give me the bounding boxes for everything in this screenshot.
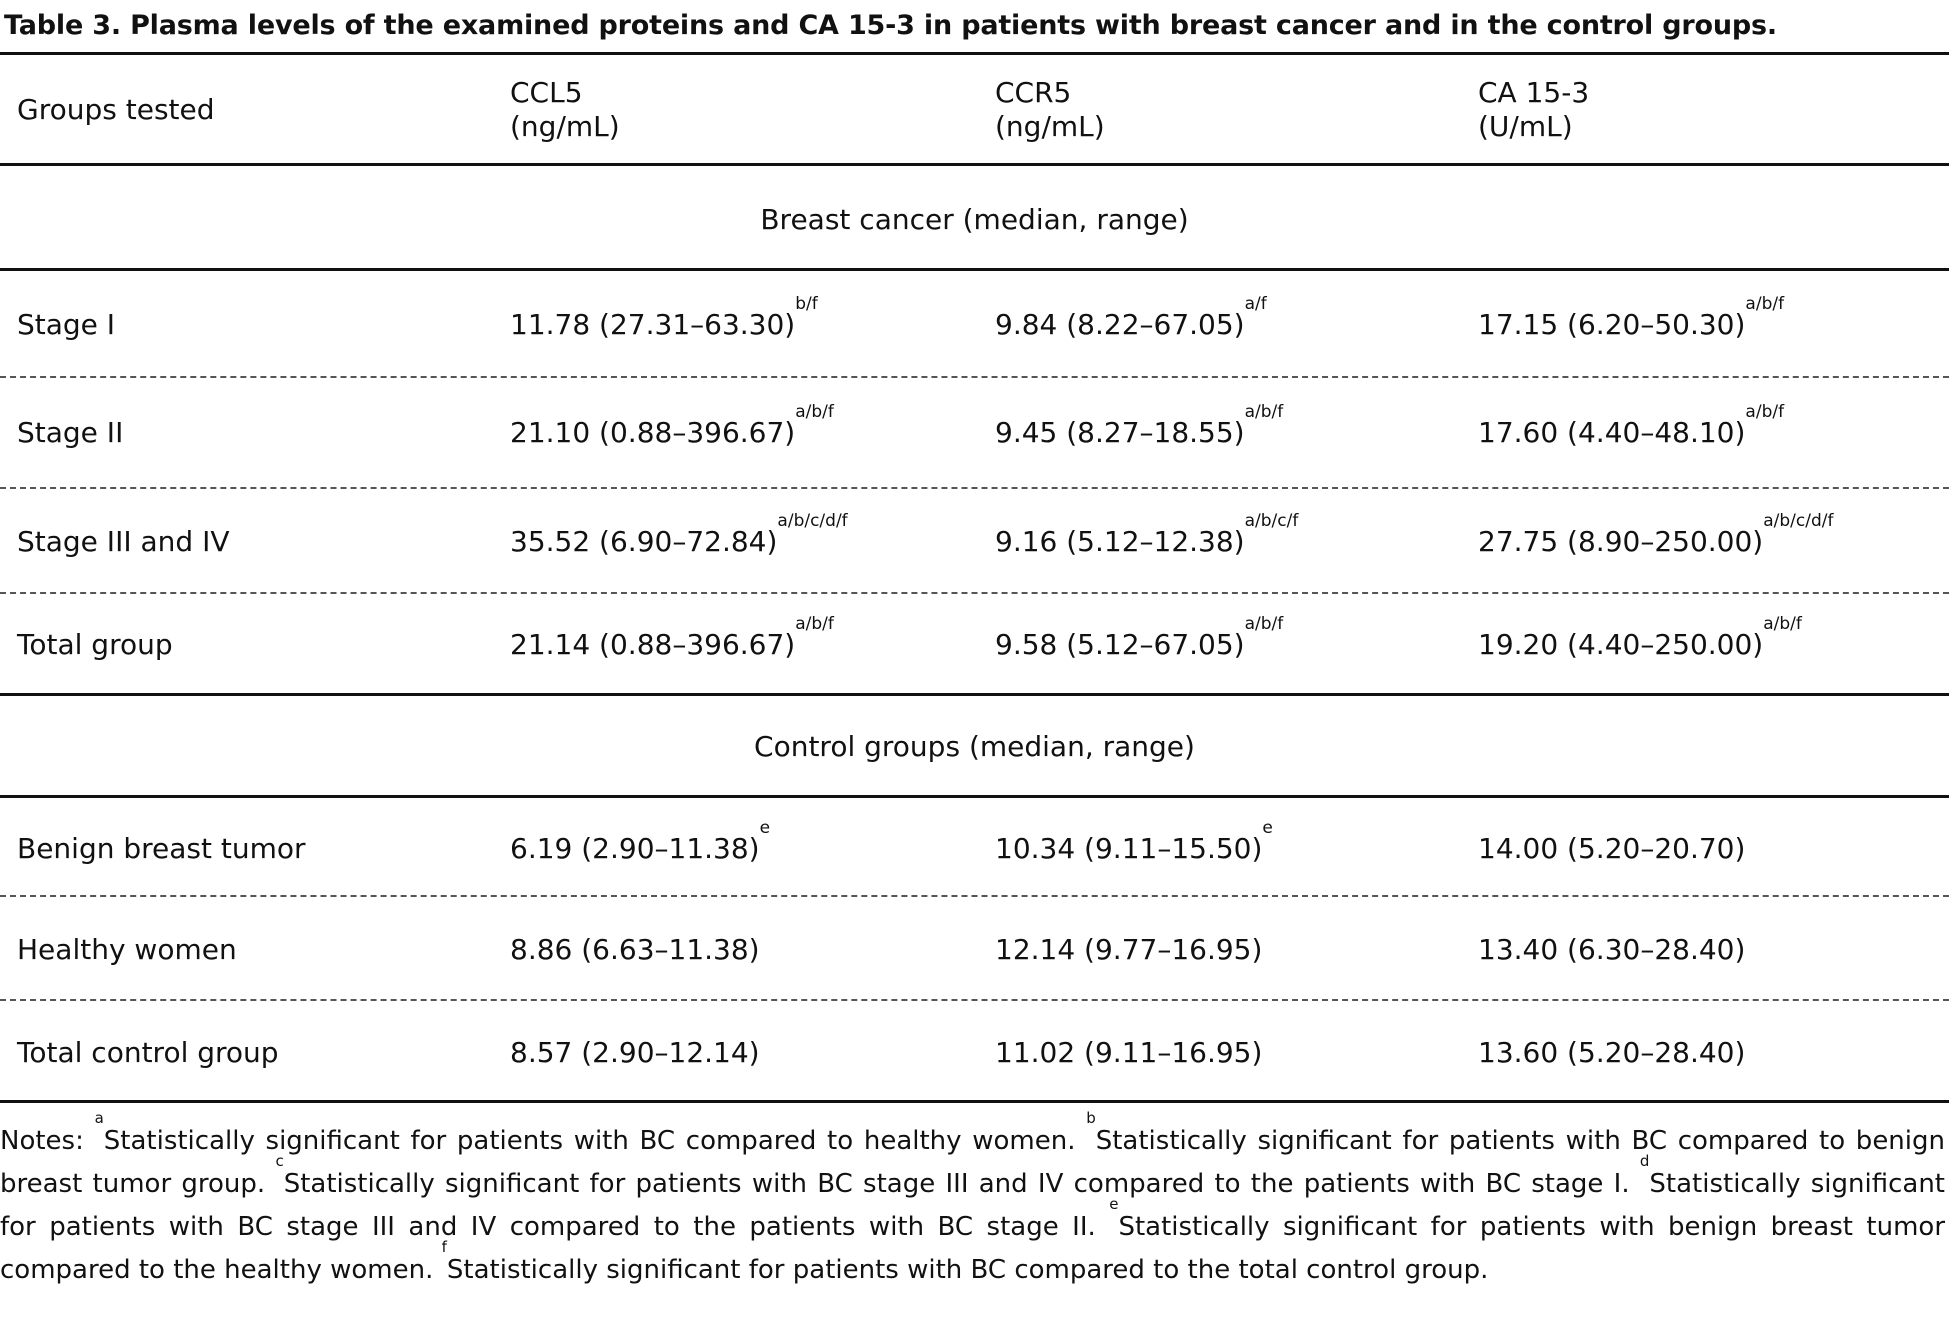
row-total-group-ccr5: 9.58 (5.12–67.05)a/b/f bbox=[995, 614, 1284, 662]
section-rule-control-top bbox=[0, 693, 1949, 696]
row-stage-3-4-ca153: 27.75 (8.90–250.00)a/b/c/d/f bbox=[1478, 511, 1834, 559]
row-benign-ca153: 14.00 (5.20–20.70) bbox=[1478, 832, 1746, 865]
row-stage-1-ccr5: 9.84 (8.22–67.05)a/f bbox=[995, 294, 1267, 342]
row-total-control-group: Total control group bbox=[17, 1036, 279, 1069]
row-stage-3-4-ccr5: 9.16 (5.12–12.38)a/b/c/f bbox=[995, 511, 1299, 559]
row-divider bbox=[0, 487, 1949, 489]
top-rule bbox=[0, 52, 1949, 55]
row-total-group-ca153: 19.20 (4.40–250.00)a/b/f bbox=[1478, 614, 1802, 662]
row-divider bbox=[0, 376, 1949, 378]
row-stage-2-ccl5: 21.10 (0.88–396.67)a/b/f bbox=[510, 402, 834, 450]
row-benign-ccr5: 10.34 (9.11–15.50)e bbox=[995, 818, 1273, 866]
row-healthy-ca153: 13.40 (6.30–28.40) bbox=[1478, 933, 1746, 966]
row-stage-1-ca153: 17.15 (6.20–50.30)a/b/f bbox=[1478, 294, 1785, 342]
row-benign-ccl5: 6.19 (2.90–11.38)e bbox=[510, 818, 771, 866]
note-b-mark: b bbox=[1086, 1109, 1096, 1127]
row-stage-2-ccr5: 9.45 (8.27–18.55)a/b/f bbox=[995, 402, 1284, 450]
section-rule-cancer bbox=[0, 268, 1949, 271]
header-ccl5-unit: (ng/mL) bbox=[510, 110, 620, 143]
header-ccr5: CCR5 (ng/mL) bbox=[995, 76, 1105, 144]
note-c-text: Statistically significant for patients w… bbox=[283, 1169, 1640, 1199]
note-b-text: Statistically significant for patients w… bbox=[0, 1126, 1945, 1199]
row-stage-3-4-ccl5: 35.52 (6.90–72.84)a/b/c/d/f bbox=[510, 511, 848, 559]
row-divider bbox=[0, 999, 1949, 1001]
row-total-control-ccl5: 8.57 (2.90–12.14) bbox=[510, 1036, 760, 1069]
section-rule-control bbox=[0, 795, 1949, 798]
row-stage-2-group: Stage II bbox=[17, 416, 124, 449]
header-rule bbox=[0, 163, 1949, 166]
row-total-control-ca153: 13.60 (5.20–28.40) bbox=[1478, 1036, 1746, 1069]
row-divider bbox=[0, 895, 1949, 897]
note-e-mark: e bbox=[1109, 1195, 1119, 1213]
header-ccr5-unit: (ng/mL) bbox=[995, 110, 1105, 143]
row-stage-1-group: Stage I bbox=[17, 308, 116, 341]
note-f-mark: f bbox=[441, 1238, 447, 1256]
row-divider bbox=[0, 592, 1949, 594]
row-total-group-ccl5: 21.14 (0.88–396.67)a/b/f bbox=[510, 614, 834, 662]
row-total-group-group: Total group bbox=[17, 628, 173, 661]
header-ccr5-name: CCR5 bbox=[995, 76, 1072, 109]
note-e-text: Statistically significant for patients w… bbox=[0, 1212, 1946, 1285]
row-benign-group: Benign breast tumor bbox=[17, 832, 306, 865]
header-ccl5: CCL5 (ng/mL) bbox=[510, 76, 620, 144]
row-stage-3-4-group: Stage III and IV bbox=[17, 525, 230, 558]
notes-prefix: Notes: bbox=[0, 1126, 95, 1156]
note-a-text: Statistically significant for patients w… bbox=[103, 1126, 1087, 1156]
row-stage-1-ccl5: 11.78 (27.31–63.30)b/f bbox=[510, 294, 818, 342]
note-d-text: Statistically significant for patients w… bbox=[0, 1169, 1945, 1242]
row-stage-2-ca153: 17.60 (4.40–48.10)a/b/f bbox=[1478, 402, 1785, 450]
note-c-mark: c bbox=[275, 1152, 284, 1170]
note-f-text: Statistically significant for patients w… bbox=[446, 1255, 1489, 1285]
section-breast-cancer: Breast cancer (median, range) bbox=[760, 203, 1189, 236]
section-control-groups: Control groups (median, range) bbox=[754, 730, 1195, 763]
header-ca153-name: CA 15-3 bbox=[1478, 76, 1590, 109]
bottom-rule bbox=[0, 1100, 1949, 1103]
header-ccl5-name: CCL5 bbox=[510, 76, 583, 109]
row-healthy-ccl5: 8.86 (6.63–11.38) bbox=[510, 933, 760, 966]
header-groups-tested: Groups tested bbox=[17, 93, 215, 126]
row-total-control-ccr5: 11.02 (9.11–16.95) bbox=[995, 1036, 1263, 1069]
row-healthy-group: Healthy women bbox=[17, 933, 237, 966]
header-ca153-unit: (U/mL) bbox=[1478, 110, 1573, 143]
note-a-mark: a bbox=[94, 1109, 104, 1127]
table-caption: Table 3. Plasma levels of the examined p… bbox=[4, 10, 1777, 41]
note-d-mark: d bbox=[1639, 1152, 1650, 1170]
header-ca153: CA 15-3 (U/mL) bbox=[1478, 76, 1589, 144]
row-healthy-ccr5: 12.14 (9.77–16.95) bbox=[995, 933, 1263, 966]
table-notes: Notes: aStatistically significant for pa… bbox=[0, 1111, 1946, 1292]
